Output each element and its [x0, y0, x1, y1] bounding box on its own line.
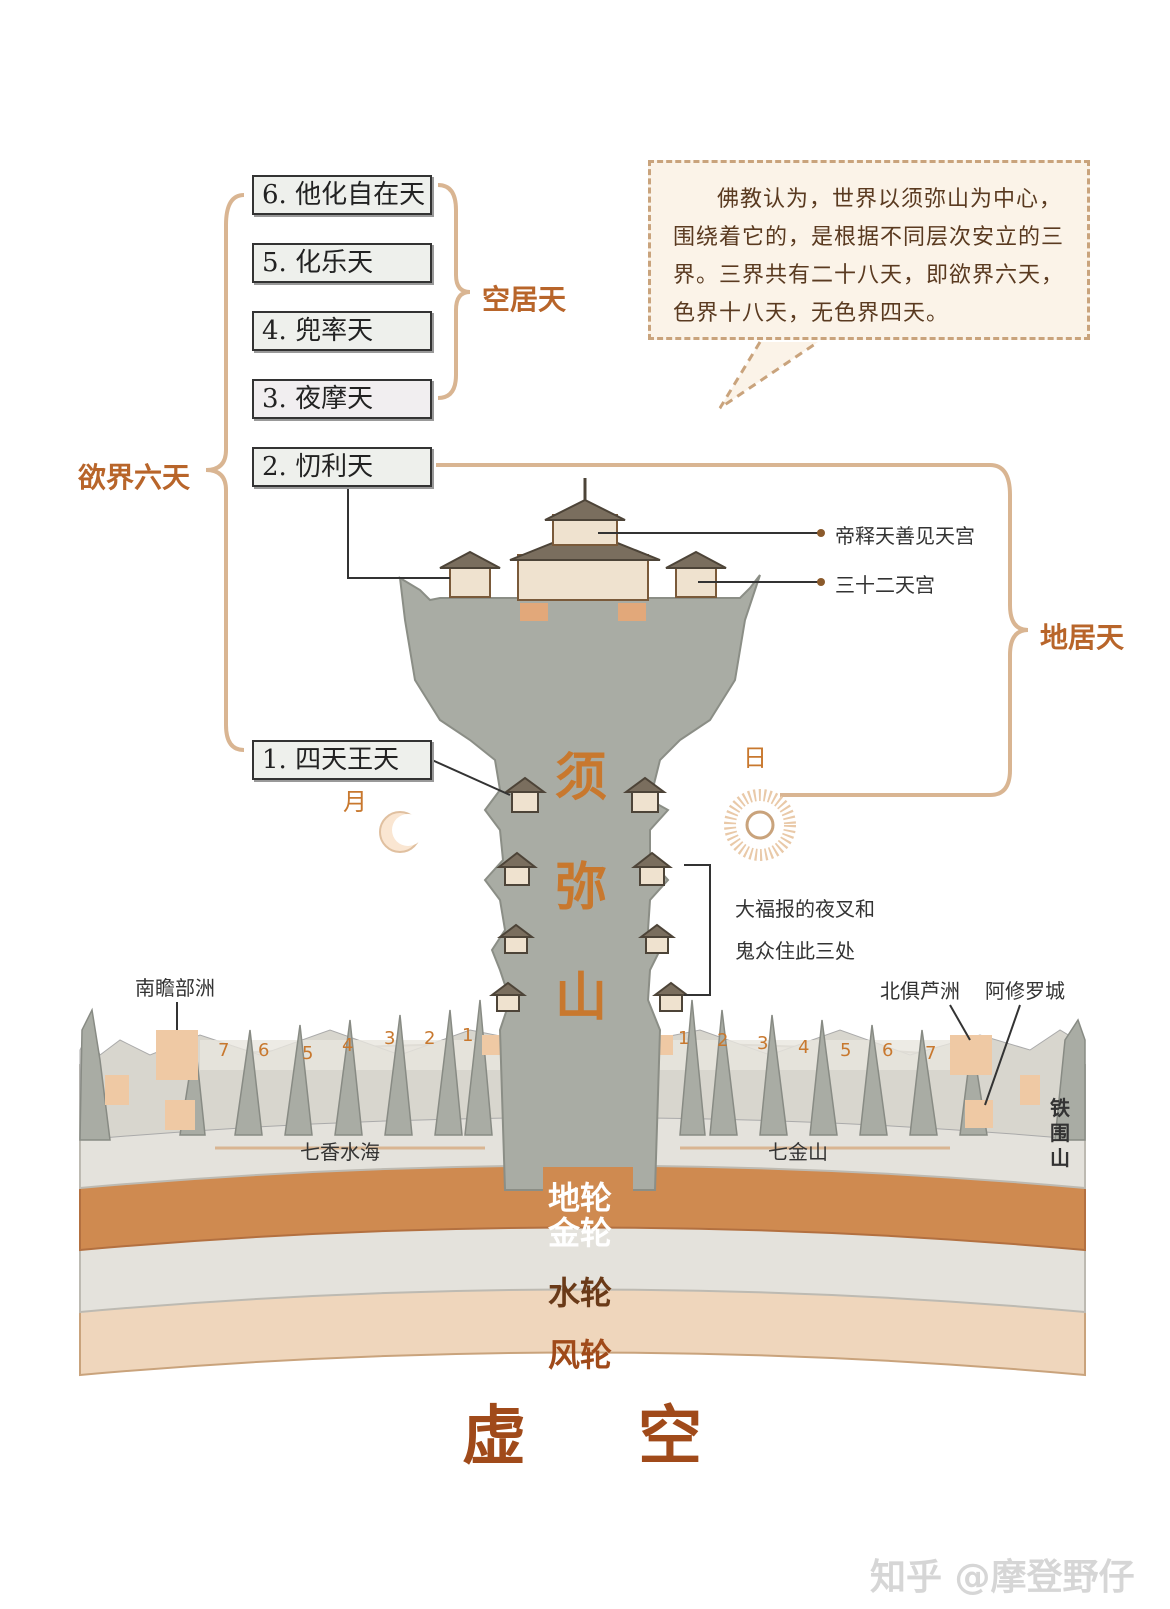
mountain-char-3: 山 [555, 968, 608, 1028]
south-continent-base [165, 1100, 195, 1130]
main-palace [509, 478, 661, 601]
west-continent-marker [105, 1075, 129, 1105]
iron-mountain-char-1: 铁 [1050, 1096, 1070, 1120]
ring-earth-label-bg [543, 1167, 633, 1223]
kongju-label: 空居天 [482, 283, 567, 316]
diju-bracket [436, 463, 1029, 797]
heaven-box-3: 3. 夜摩天 [252, 379, 432, 419]
void-char-2: 空 [638, 1400, 702, 1474]
sea-texture-right [660, 1040, 960, 1070]
sun-label: 日 [743, 744, 767, 772]
north-continent-label: 北俱芦洲 [880, 979, 960, 1003]
moon-label: 月 [343, 788, 367, 816]
ring-number-right-3: 3 [757, 1033, 769, 1054]
ring-number-left-1: 1 [462, 1025, 474, 1046]
asura-city-marker [965, 1100, 993, 1128]
ring-number-right-2: 2 [717, 1030, 729, 1051]
diju-label: 地居天 [1040, 621, 1125, 654]
golden-mountains-right [679, 999, 988, 1136]
palace-main-label: 帝释天善见天宫 [835, 524, 975, 548]
yaksha-bracket [684, 864, 711, 996]
ring-number-right-7: 7 [925, 1043, 937, 1064]
palace-32-label: 三十二天宫 [835, 573, 935, 597]
mountain-char-1: 须 [555, 748, 608, 808]
north-continent-pointer [949, 1004, 971, 1041]
palace-right [665, 550, 727, 598]
pavilions [489, 776, 690, 1012]
ring-number-right-6: 6 [882, 1040, 894, 1061]
ring-number-left-5: 5 [302, 1043, 314, 1064]
mountain-char-2: 弥 [555, 858, 608, 918]
south-continent-label: 南瞻部洲 [135, 976, 215, 1000]
note-box: 佛教认为，世界以须弥山为中心，围绕着它的，是根据不同层次安立的三界。三界共有二十… [648, 160, 1090, 340]
south-continent-marker [156, 1030, 198, 1080]
watermark: 知乎 @摩登野仔 [870, 1557, 1135, 1598]
sumeru-mountain [398, 574, 761, 1191]
gate-left [520, 603, 548, 621]
moon-icon [379, 811, 424, 853]
ring-number-left-2: 2 [424, 1028, 436, 1049]
ring-number-left-4: 4 [342, 1035, 354, 1056]
caturmaharaja-connector [431, 759, 511, 796]
heaven-box-5: 5. 化乐天 [252, 243, 432, 283]
north-continent-marker [950, 1035, 992, 1075]
sun-icon [724, 789, 796, 861]
yaksha-label-1: 大福报的夜叉和 [735, 897, 875, 921]
heaven-box-4: 4. 兜率天 [252, 311, 432, 351]
ring-number-left-7: 7 [218, 1040, 230, 1061]
ring-number-left-6: 6 [258, 1040, 270, 1061]
heaven-box-6: 6. 他化自在天 [252, 175, 432, 215]
ring-water-label: 水轮 [548, 1274, 613, 1312]
palace-main-dot [817, 529, 825, 537]
iron-mountain-char-2: 围 [1050, 1121, 1070, 1145]
iron-mountain-right [1054, 1018, 1086, 1141]
ring-number-right-4: 4 [798, 1037, 810, 1058]
golden-mountains-left [179, 999, 493, 1136]
ring-number-right-5: 5 [840, 1040, 852, 1061]
palace-32-dot [817, 578, 825, 586]
left-inner-marker [482, 1035, 500, 1055]
void-char-1: 虚 [462, 1400, 526, 1474]
note-pointer [718, 340, 819, 410]
ring-number-left-3: 3 [384, 1028, 396, 1049]
yujie-bracket [205, 193, 245, 752]
yujie-label: 欲界六天 [78, 461, 191, 494]
kongju-bracket [437, 183, 471, 400]
heaven-box-1: 1. 四天王天 [252, 740, 432, 780]
seven-mountains-label: 七金山 [768, 1140, 828, 1164]
ring-gold-label: 金轮 [548, 1214, 613, 1252]
trayastrimsa-connector [347, 482, 450, 579]
palace-left [439, 550, 501, 598]
iron-mountain-char-3: 山 [1050, 1146, 1070, 1170]
heaven-box-2: 2. 忉利天 [252, 447, 432, 487]
asura-city-label: 阿修罗城 [985, 979, 1065, 1003]
asura-pointer [984, 1004, 1021, 1106]
seven-seas-label: 七香水海 [300, 1140, 380, 1164]
ring-wind-label: 风轮 [548, 1336, 613, 1374]
ring-number-right-1: 1 [678, 1028, 690, 1049]
gate-right [618, 603, 646, 621]
ring-earth-label: 地轮 [548, 1179, 613, 1217]
iron-mountain-left [79, 1007, 111, 1141]
yaksha-label-2: 鬼众住此三处 [735, 939, 855, 963]
east-continent-marker [1020, 1075, 1040, 1105]
